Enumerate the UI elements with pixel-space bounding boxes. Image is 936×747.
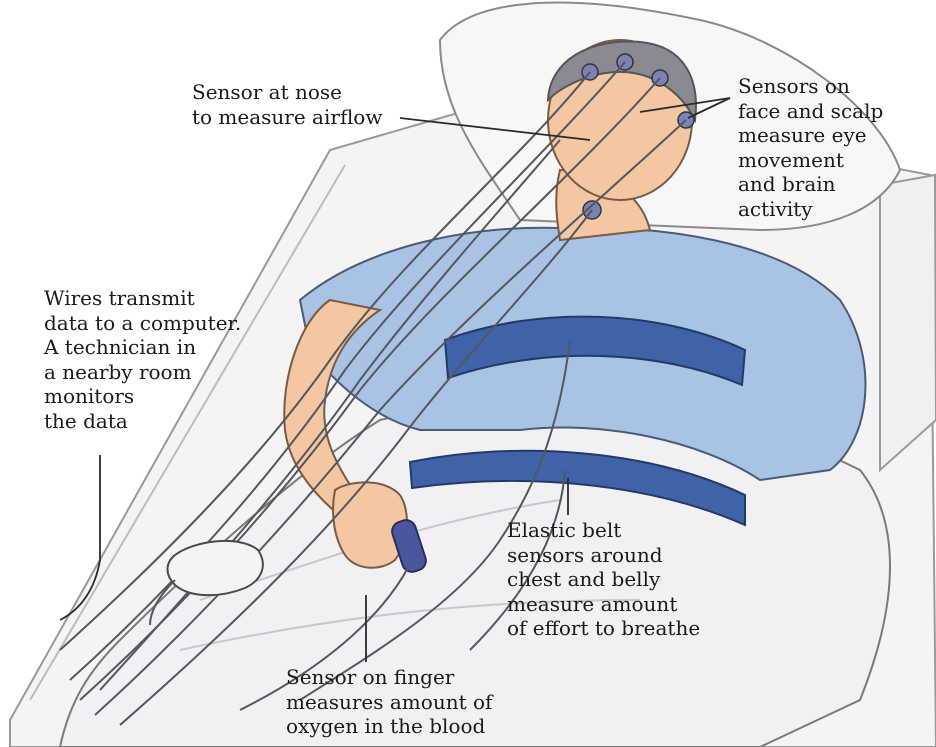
label-face-scalp-sensors: Sensors on face and scalp measure eye mo… [738, 74, 883, 221]
mattress-right [880, 175, 936, 470]
label-wires: Wires transmit data to a computer. A tec… [44, 286, 241, 433]
label-finger-sensor: Sensor on finger measures amount of oxyg… [286, 665, 492, 739]
label-belt-sensors: Elastic belt sensors around chest and be… [507, 518, 700, 641]
label-nose-sensor: Sensor at nose to measure airflow [192, 80, 382, 129]
